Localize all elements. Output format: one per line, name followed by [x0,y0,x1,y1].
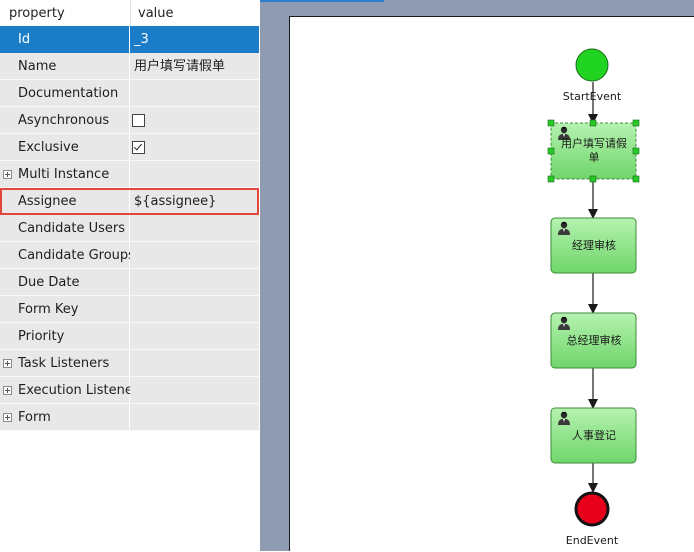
task-label: 经理审核 [572,238,616,252]
property-label: Task Listeners [18,356,110,371]
end-event[interactable] [574,491,610,527]
name-value[interactable]: 用户填写请假单 [134,59,226,74]
property-row-due-date[interactable]: Due Date [0,269,259,296]
property-row-multi-instance[interactable]: Multi Instance [0,161,259,188]
property-row-form-key[interactable]: Form Key [0,296,259,323]
property-label: Due Date [18,275,80,290]
form-key-value[interactable] [130,296,259,323]
property-label: Multi Instance [18,167,110,182]
active-tab-indicator [260,0,384,2]
expand-icon[interactable] [3,359,12,368]
resize-handle[interactable] [632,119,640,127]
form-value[interactable] [130,404,259,431]
process-diagram: StartEvent 用户填写请假 单 经理审核 [547,48,640,547]
expand-icon[interactable] [3,386,12,395]
property-row-candidate-groups[interactable]: Candidate Groups [0,242,259,269]
task-label: 人事登记 [572,428,616,442]
task-fill-leave-form[interactable]: 用户填写请假 单 [550,122,637,180]
property-label: Form Key [18,302,79,317]
property-row-asynchronous[interactable]: Asynchronous [0,107,259,134]
property-label: Assignee [18,194,77,209]
selection-handles[interactable] [547,119,640,183]
property-label: Priority [18,329,65,344]
properties-empty-area [0,432,259,551]
property-row-candidate-users[interactable]: Candidate Users [0,215,259,242]
asynchronous-checkbox[interactable] [132,114,145,127]
resize-handle[interactable] [547,147,555,155]
property-label: Exclusive [18,140,79,155]
candidate-users-value[interactable] [130,215,259,242]
task-label-line2: 单 [589,151,600,164]
resize-handle[interactable] [589,175,597,183]
start-event-label: StartEvent [563,90,622,103]
property-column-header[interactable]: property [9,6,65,21]
property-row-documentation[interactable]: Documentation [0,80,259,107]
documentation-value[interactable] [130,80,259,107]
property-rows: Id _3 Name 用户填写请假单 Documentation Asynchr… [0,26,259,431]
property-label: Candidate Users [18,221,125,236]
expand-icon[interactable] [3,170,12,179]
resize-handle[interactable] [589,119,597,127]
property-row-form[interactable]: Form [0,404,259,431]
column-divider[interactable] [130,0,131,26]
property-row-task-listeners[interactable]: Task Listeners [0,350,259,377]
end-event-label: EndEvent [566,534,619,547]
resize-handle[interactable] [547,175,555,183]
property-label: Documentation [18,86,119,101]
task-hr-register[interactable]: 人事登记 [550,407,637,464]
property-row-execution-listeners[interactable]: Execution Listeners [0,377,259,404]
resize-handle[interactable] [632,147,640,155]
candidate-groups-value[interactable] [130,242,259,269]
multi-instance-value[interactable] [130,161,259,188]
task-label: 总经理审核 [567,333,622,347]
property-label: Form [18,410,51,425]
property-row-exclusive[interactable]: Exclusive [0,134,259,161]
property-row-assignee[interactable]: Assignee ${assignee} [0,188,259,215]
property-row-priority[interactable]: Priority [0,323,259,350]
due-date-value[interactable] [130,269,259,296]
properties-panel: property value Id _3 Name 用户填写请假单 Docume… [0,0,260,551]
resize-handle[interactable] [632,175,640,183]
id-value[interactable]: _3 [134,32,149,47]
exclusive-checkbox[interactable] [132,141,145,154]
assignee-value[interactable]: ${assignee} [134,194,217,209]
property-label: Candidate Groups [18,248,135,263]
diagram-canvas[interactable]: StartEvent 用户填写请假 单 经理审核 [289,16,694,551]
task-general-manager-review[interactable]: 总经理审核 [550,312,637,369]
expand-icon[interactable] [3,413,12,422]
properties-header: property value [0,0,259,27]
execution-listeners-value[interactable] [130,377,259,404]
task-label: 用户填写请假 [561,136,627,150]
property-label: Name [18,59,57,74]
task-listeners-value[interactable] [130,350,259,377]
property-row-id[interactable]: Id _3 [0,26,259,53]
property-row-name[interactable]: Name 用户填写请假单 [0,53,259,80]
property-label: Execution Listeners [18,383,146,398]
priority-value[interactable] [130,323,259,350]
resize-handle[interactable] [547,119,555,127]
value-column-header[interactable]: value [138,6,174,21]
property-label: Id [18,32,31,47]
task-manager-review[interactable]: 经理审核 [550,217,637,274]
property-label: Asynchronous [18,113,110,128]
start-event[interactable] [575,48,609,82]
